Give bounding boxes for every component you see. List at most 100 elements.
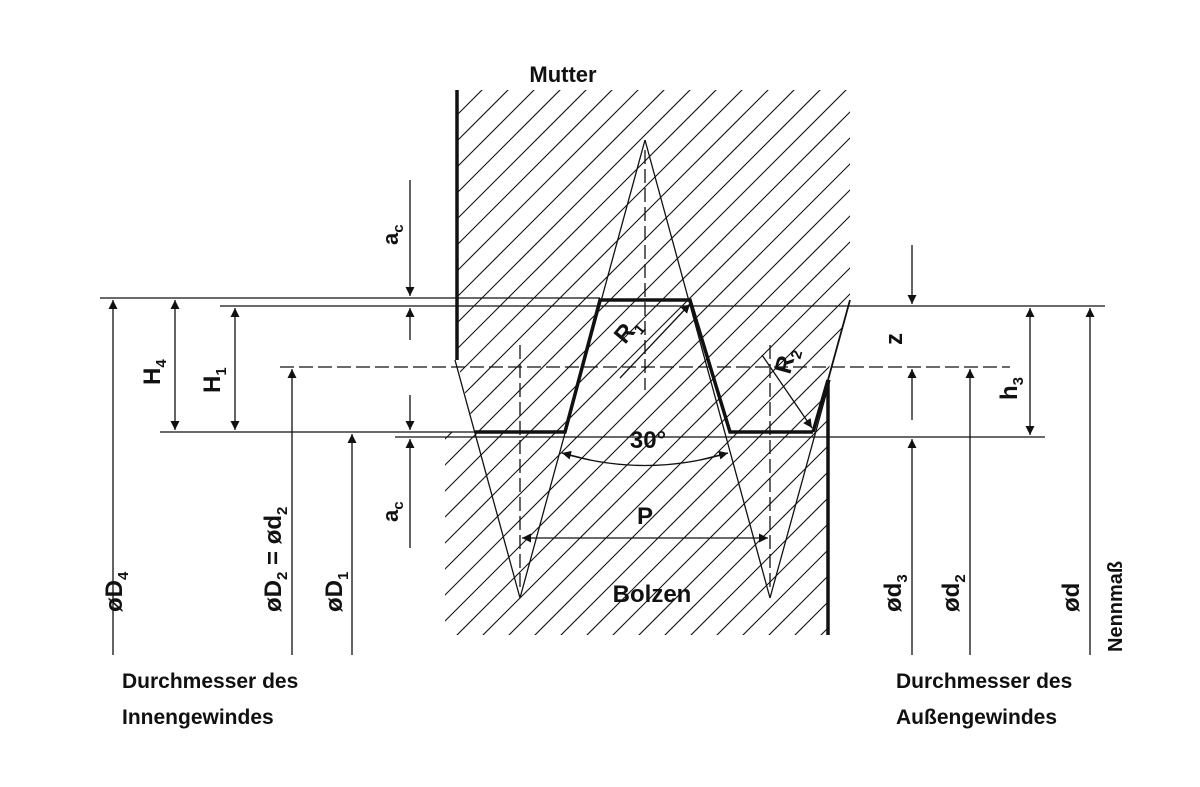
hatch-line	[655, 300, 828, 635]
outer-thread-caption-line1: Durchmesser des	[896, 670, 1072, 693]
hatch-line	[0, 0, 156, 787]
hatch-line	[445, 300, 625, 635]
angle-arrow-right	[699, 450, 729, 461]
H4-label: H4	[139, 359, 170, 385]
hatch-line	[0, 0, 156, 787]
pitch-label: P	[637, 503, 653, 530]
hatch-line	[473, 90, 850, 432]
hatch-line	[0, 0, 26, 787]
z-label: z	[881, 333, 908, 345]
hatch-line	[551, 300, 828, 635]
nennmass-label: Nennmaß	[1105, 561, 1127, 652]
hatch-line	[0, 0, 338, 787]
hatch-line	[445, 300, 599, 635]
hatch-line	[785, 90, 850, 432]
hatch-line	[0, 0, 364, 787]
hatch-line	[445, 300, 495, 635]
hatch-line	[457, 90, 850, 432]
hatch-line	[445, 300, 469, 635]
hatch-line	[733, 300, 828, 635]
hatch-line	[473, 300, 828, 635]
svg-text:h3: h3	[996, 377, 1027, 400]
hatch-line	[457, 90, 703, 432]
hatch-line	[0, 0, 182, 787]
hatch-line	[629, 90, 850, 432]
hatch-line	[457, 90, 850, 432]
h3-label: h3	[996, 377, 1027, 400]
hatch-line	[0, 0, 390, 787]
D2-label: øD2 = ød2	[260, 507, 291, 612]
hatch-line	[457, 90, 807, 432]
hatch-line	[0, 0, 26, 787]
hatch-line	[445, 300, 828, 635]
hatch-line	[499, 300, 828, 635]
hatch-line	[0, 0, 78, 787]
D1-label: øD1	[321, 572, 352, 612]
hatch-line	[457, 90, 495, 432]
H1-label: H1	[199, 367, 230, 393]
d2-label: ød2	[938, 574, 969, 612]
svg-text:ød3: ød3	[880, 574, 911, 612]
inner-thread-caption-line1: Durchmesser des	[122, 670, 298, 693]
svg-text:R2: R2	[770, 345, 807, 378]
hatch-line	[0, 0, 208, 787]
hatch-line	[457, 90, 850, 432]
hatch-line	[457, 90, 677, 432]
hatch-line	[733, 90, 850, 432]
svg-text:ac: ac	[378, 501, 407, 522]
hatch-line	[445, 300, 651, 635]
hatch-line	[864, 0, 1200, 787]
hatch-line	[0, 0, 130, 787]
hatch-line	[499, 90, 850, 432]
hatch-line	[457, 90, 729, 432]
svg-text:ød2: ød2	[938, 574, 969, 612]
d3-label: ød3	[880, 574, 911, 612]
hatch-line	[445, 300, 828, 635]
hatch-line	[445, 300, 828, 635]
hatch-line	[457, 90, 833, 432]
svg-text:øD1: øD1	[321, 572, 352, 612]
angle-label: 30°	[630, 427, 666, 454]
hatch-line	[0, 0, 104, 787]
hatch-line	[457, 90, 850, 432]
hatch-line	[445, 300, 828, 635]
hatch-line	[681, 90, 850, 432]
hatch-line	[457, 90, 850, 432]
hatch-line	[0, 0, 208, 787]
hatch-line	[785, 300, 828, 635]
hatch-line	[457, 90, 850, 432]
hatch-line	[445, 300, 828, 635]
hatch-line	[457, 90, 850, 432]
hatch-line	[457, 90, 625, 432]
D4-label: øD4	[101, 571, 132, 612]
hatch-line	[525, 300, 828, 635]
thread-profile-outline	[475, 298, 813, 434]
hatch-line	[457, 90, 469, 432]
hatch-line	[0, 0, 390, 787]
hatch-line	[577, 90, 850, 432]
hatch-line	[445, 300, 828, 635]
hatch-line	[457, 90, 521, 432]
outer-thread-caption-line2: Außengewindes	[896, 706, 1057, 729]
svg-text:øD4: øD4	[101, 571, 132, 612]
hatch-line	[457, 90, 599, 432]
hatch-line	[457, 90, 850, 432]
R2-leader	[761, 354, 813, 429]
R1-leader	[619, 303, 691, 379]
hatch-line	[457, 90, 755, 432]
hatch-line	[457, 90, 850, 432]
hatch-line	[0, 0, 52, 787]
svg-text:øD2 = ød2: øD2 = ød2	[260, 507, 291, 612]
hatch-line	[445, 300, 828, 635]
hatch-line	[457, 90, 850, 432]
hatch-line	[457, 90, 850, 432]
hatch-line	[457, 90, 781, 432]
hatch-line	[0, 0, 338, 787]
svg-text:Nennmaß: Nennmaß	[1105, 561, 1127, 652]
hatch-line	[603, 300, 828, 635]
hatch-line	[0, 0, 104, 787]
hatch-line	[445, 300, 807, 635]
d-label: ød	[1058, 583, 1085, 612]
hatch-line	[864, 0, 1200, 787]
